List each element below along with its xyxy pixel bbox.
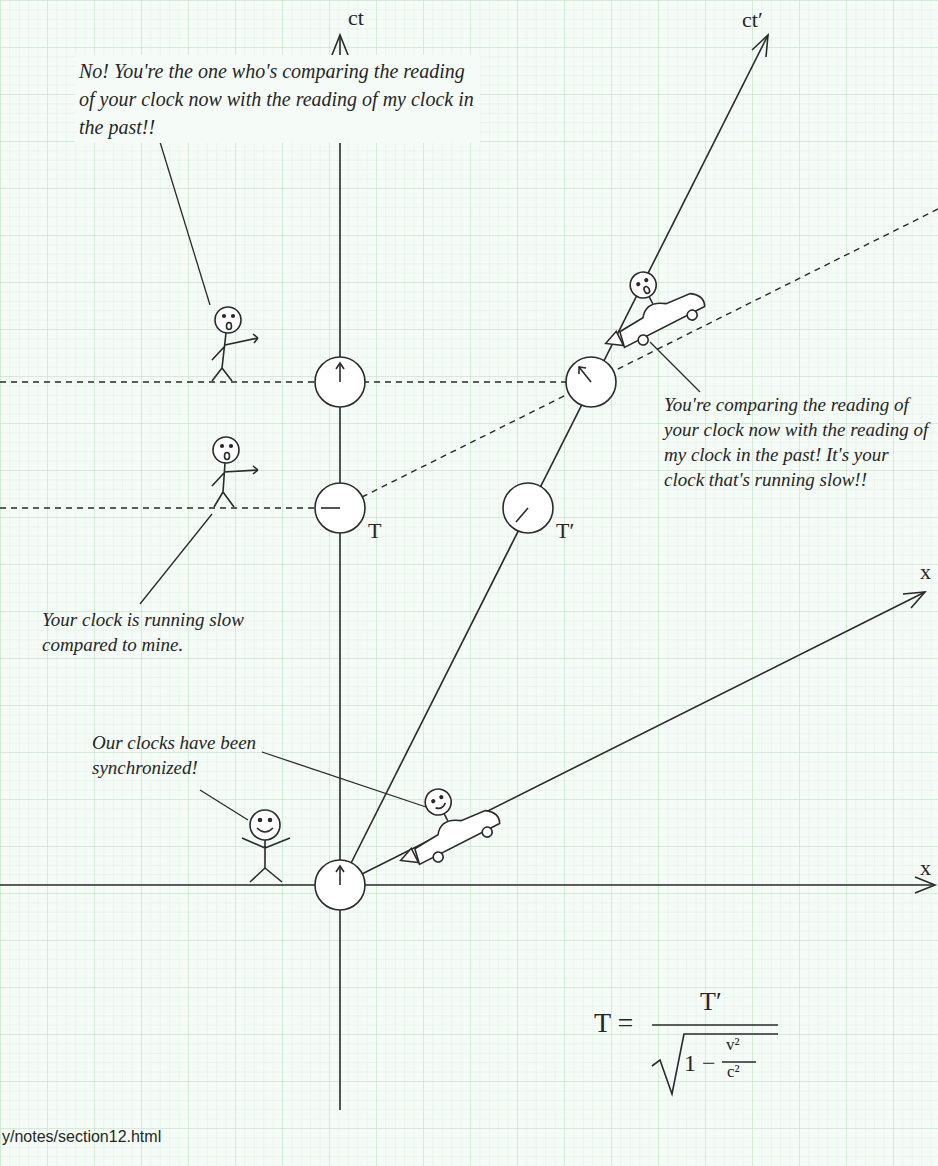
clock-label-holder: T′ — [556, 518, 574, 544]
label-holder: No! You're the one who's comparing the r… — [75, 55, 480, 143]
clock-face — [313, 481, 367, 535]
label-holder: y/notes/section12.html — [2, 1128, 161, 1146]
label-holder: You're comparing the reading of your clo… — [664, 392, 932, 492]
axis-label: x — [920, 856, 931, 880]
leader-lines — [140, 142, 700, 820]
formula-part: c² — [727, 1063, 740, 1082]
label-holder: Our clocks have been synchronized! — [92, 730, 270, 780]
clock-node: T′ — [501, 481, 555, 535]
speech-text: Your clock is running slow compared to m… — [42, 607, 247, 657]
source-url: y/notes/section12.html — [2, 1128, 161, 1146]
axis-label: ct′ — [742, 8, 763, 32]
label-holder: x — [920, 560, 931, 584]
label-holder: 1 − — [684, 1050, 716, 1076]
clock-node: T — [313, 481, 367, 535]
speech-text: Our clocks have been synchronized! — [92, 730, 270, 780]
moving-car-upper — [584, 252, 709, 360]
observer-figures — [212, 307, 290, 882]
clock-label: T′ — [556, 518, 574, 544]
label-holder: x — [920, 856, 931, 880]
formula-part: 1 − — [684, 1050, 716, 1076]
label-holder: Your clock is running slow compared to m… — [42, 607, 247, 657]
speech-text: You're comparing the reading of your clo… — [664, 392, 932, 492]
axis-label: ct — [348, 6, 364, 30]
clock-face — [501, 481, 555, 535]
formula-part: T = — [594, 1008, 633, 1039]
formula-bars — [652, 1025, 778, 1094]
clocks — [315, 357, 616, 910]
label-holder: ct — [348, 6, 364, 30]
label-holder: v² — [726, 1036, 740, 1055]
clock-label-holder: T — [368, 518, 381, 544]
label-holder: T′ — [700, 988, 722, 1017]
label-holder: c² — [727, 1063, 740, 1082]
label-holder: ct′ — [742, 8, 763, 32]
axes — [0, 35, 935, 1110]
clock-label: T — [368, 518, 381, 544]
speech-text: No! You're the one who's comparing the r… — [75, 55, 480, 143]
label-holder: T = — [594, 1008, 633, 1039]
simultaneity-lines — [0, 209, 938, 508]
formula-part: v² — [726, 1036, 740, 1055]
axis-label: x — [920, 560, 931, 584]
formula-part: T′ — [700, 988, 722, 1017]
moving-car-lower — [379, 769, 504, 877]
